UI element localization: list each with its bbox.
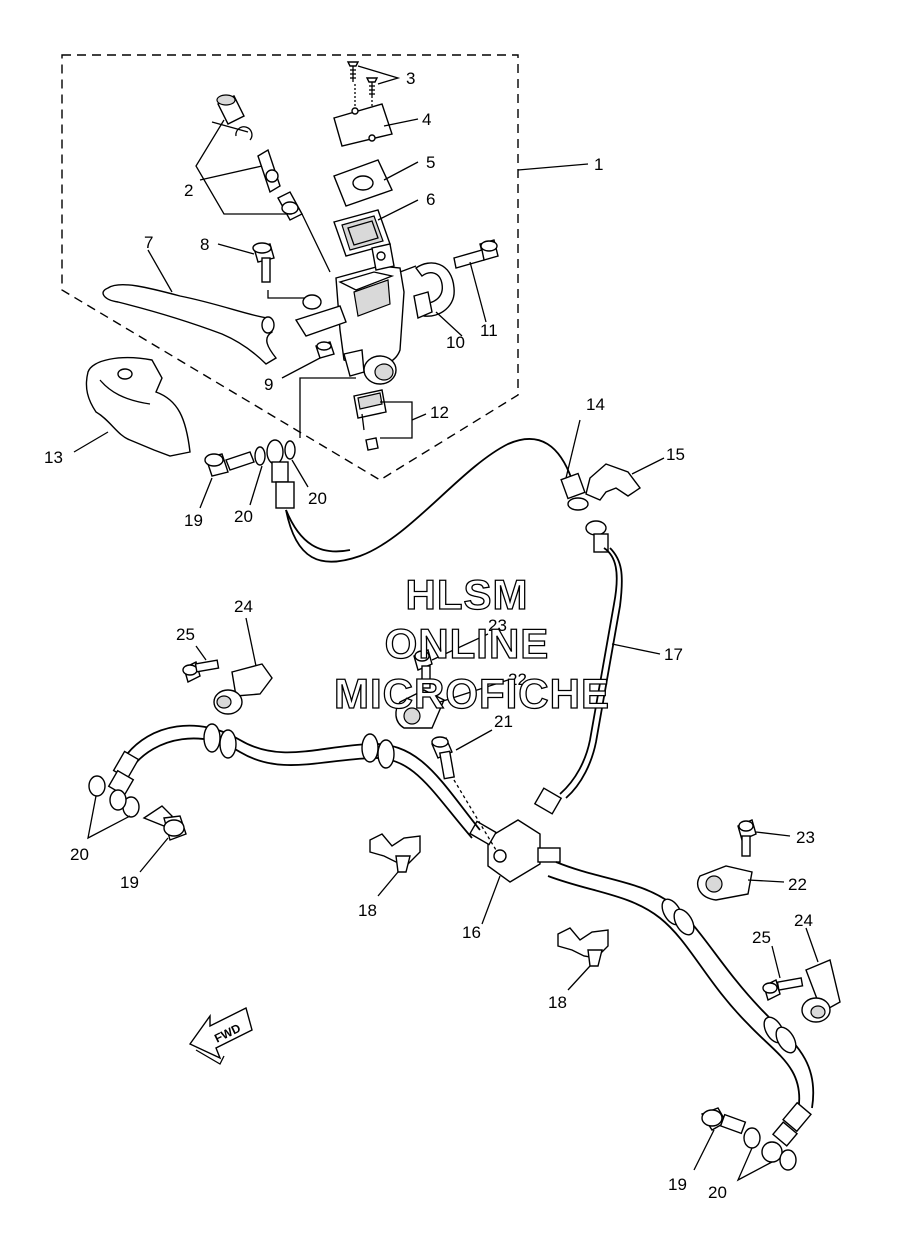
clamp-22b (697, 865, 753, 901)
watermark-line-2: ONLINE (385, 620, 550, 667)
callout-22a: 22 (508, 670, 527, 689)
brake-switch-12 (353, 389, 387, 451)
hose-fitting-left (107, 750, 140, 797)
copper-washer-20b (88, 775, 140, 818)
diaphragm-holder-5 (333, 159, 393, 207)
callout-7: 7 (144, 233, 153, 252)
callout-17: 17 (664, 645, 683, 664)
brake-pipe-17 (533, 520, 623, 815)
callout-23a: 23 (488, 616, 507, 635)
callout-9: 9 (264, 375, 273, 394)
callout-6: 6 (426, 190, 435, 209)
callout-2: 2 (184, 181, 193, 200)
bolt-25a (182, 659, 220, 684)
watermark-line-1: HLSM (406, 571, 529, 618)
bolt-25b (762, 977, 804, 1002)
nut-9 (315, 341, 335, 359)
hose-grommets-left (203, 723, 395, 769)
callout-15: 15 (666, 445, 685, 464)
brake-joint-16 (469, 819, 561, 883)
bolt-23a (413, 649, 433, 689)
union-bolt-19a (204, 451, 255, 477)
callout-3: 3 (406, 69, 415, 88)
reservoir-cap-4 (333, 103, 393, 147)
callout-19a: 19 (184, 511, 203, 530)
callout-13: 13 (44, 448, 63, 467)
callout-23b: 23 (796, 828, 815, 847)
brake-hose-left (123, 724, 481, 831)
callout-1: 1 (594, 155, 603, 174)
bolt-23b (737, 819, 757, 857)
brake-hose-14 (285, 438, 573, 563)
lever-cover-13 (85, 357, 191, 457)
joint-bolt-21 (431, 736, 455, 780)
callout-20c: 20 (70, 845, 89, 864)
callout-24b: 24 (794, 911, 813, 930)
callout-10: 10 (446, 333, 465, 352)
callout-25a: 25 (176, 625, 195, 644)
watermark: HLSM ONLINE MICROFICHE (333, 570, 610, 717)
hose-fitting-upper (266, 439, 295, 509)
callout-19b: 19 (120, 873, 139, 892)
master-cylinder-assembly-boundary (61, 54, 519, 481)
callout-21: 21 (494, 712, 513, 731)
callout-19c: 19 (668, 1175, 687, 1194)
copper-washer-20a (254, 440, 296, 466)
screw-3 (346, 61, 379, 120)
callout-18b: 18 (548, 993, 567, 1012)
lever-pivot-bolt-8 (252, 242, 275, 283)
forward-direction-arrow: FWD (188, 1006, 253, 1065)
callout-18a: 18 (358, 901, 377, 920)
hose-fitting-14 (560, 472, 589, 511)
hose-holder-24a (213, 663, 273, 715)
callout-20b: 20 (308, 489, 327, 508)
master-cylinder-holder-10 (413, 262, 455, 319)
callout-20d: 20 (708, 1183, 727, 1202)
hose-clip-18a (369, 833, 421, 873)
callout-5: 5 (426, 153, 435, 172)
callout-12: 12 (430, 403, 449, 422)
callout-4: 4 (422, 110, 431, 129)
callout-24a: 24 (234, 597, 253, 616)
callout-8: 8 (200, 235, 209, 254)
callout-11: 11 (480, 321, 498, 340)
brake-lever-7 (102, 284, 278, 365)
callout-22b: 22 (788, 875, 807, 894)
hose-clip-18b (557, 927, 609, 967)
hose-holder-24b (801, 959, 841, 1023)
hose-clip-15 (585, 463, 642, 501)
clamp-22a (395, 689, 445, 729)
callout-25b: 25 (752, 928, 771, 947)
callout-16: 16 (462, 923, 481, 942)
hose-grommets-right (661, 898, 797, 1054)
callout-20a: 20 (234, 507, 253, 526)
union-bolt-19b (142, 805, 187, 841)
piston-kit-2 (216, 94, 303, 221)
master-cylinder-body (294, 243, 405, 385)
holder-bolt-11 (453, 239, 499, 269)
brake-hose-right (555, 861, 815, 1109)
callout-14: 14 (586, 395, 605, 414)
union-bolt-19c (700, 1107, 747, 1135)
hose-fitting-right (771, 1101, 812, 1147)
watermark-line-3: MICROFICHE (334, 670, 610, 717)
